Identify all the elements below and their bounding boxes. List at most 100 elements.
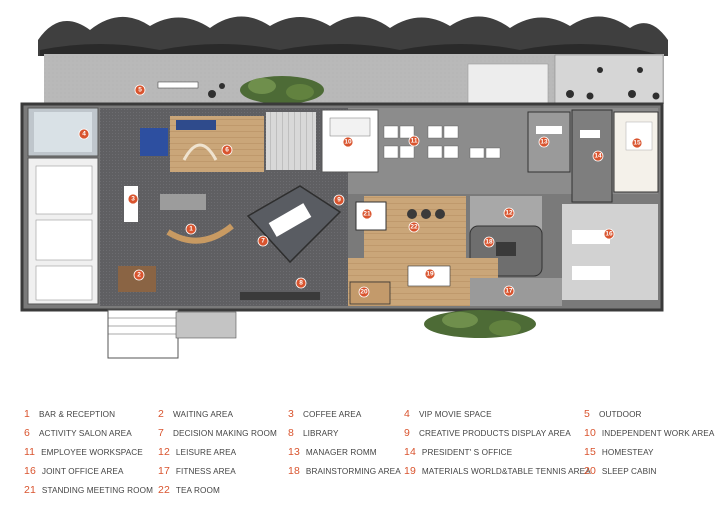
legend-label: EMPLOYEE WORKSPACE [41, 448, 143, 457]
marker-8: 8 [295, 277, 307, 289]
svg-text:20: 20 [360, 289, 368, 296]
legend-item: 5 OUTDOOR [584, 408, 642, 420]
marker-21: 21 [361, 208, 373, 220]
svg-text:22: 22 [410, 224, 418, 231]
legend-number: 7 [158, 427, 164, 439]
legend-label: CREATIVE PRODUCTS DISPLAY AREA [419, 429, 571, 438]
legend-number: 22 [158, 484, 170, 496]
joint-office-desks [572, 230, 610, 280]
legend-number: 15 [584, 446, 596, 458]
legend-number: 12 [158, 446, 170, 458]
standing-meeting-room [355, 201, 387, 231]
marker-2: 2 [133, 269, 145, 281]
svg-text:14: 14 [594, 153, 602, 160]
legend-label: ACTIVITY SALON AREA [39, 429, 132, 438]
floor-plan: 1 2 3 4 5 6 7 8 9 10 11 12 13 14 15 16 1… [20, 12, 668, 359]
legend-number: 1 [24, 408, 30, 420]
svg-text:9: 9 [337, 197, 341, 204]
legend-label: MANAGER ROMM [305, 448, 377, 457]
svg-text:11: 11 [411, 138, 418, 145]
legend-label: BAR & RECEPTION [39, 410, 116, 419]
legend-label: STANDING MEETING ROOM [41, 486, 154, 495]
marker-9: 9 [333, 194, 345, 206]
legend-label: INDEPENDENT WORK AREA [601, 429, 715, 438]
outdoor-furniture [157, 67, 660, 100]
legend-number: 9 [404, 427, 410, 439]
legend-item: 14 PRESIDENT' S OFFICE [404, 446, 512, 458]
sleep-cabin [349, 281, 391, 305]
legend-number: 6 [24, 427, 30, 439]
joint-office-area [562, 204, 658, 300]
legend-number: 16 [24, 465, 36, 477]
sofa-blue [140, 128, 168, 156]
legend-number: 13 [288, 446, 300, 458]
legend-number: 21 [24, 484, 36, 496]
employee-desks [383, 125, 501, 159]
svg-text:15: 15 [633, 140, 641, 147]
marker-5: 5 [134, 84, 146, 96]
legend-label: MATERIALS WORLD&TABLE TENNIS AREA [421, 467, 591, 476]
top-hedge [38, 12, 668, 57]
legend-number: 14 [404, 446, 416, 458]
marker-1: 1 [185, 223, 197, 235]
svg-text:17: 17 [505, 288, 513, 295]
svg-text:3: 3 [131, 196, 135, 203]
outdoor-planter [240, 76, 324, 104]
marker-18: 18 [483, 236, 495, 248]
area-markers: 1 2 3 4 5 6 7 8 9 10 11 12 13 14 15 16 1… [78, 84, 643, 298]
president-office [571, 109, 613, 203]
legend-number: 5 [584, 408, 590, 420]
legend-label: LIBRARY [303, 429, 339, 438]
svg-text:21: 21 [363, 211, 371, 218]
marker-4: 4 [78, 128, 90, 140]
legend-label: PRESIDENT' S OFFICE [421, 448, 513, 457]
legend-label: OUTDOOR [599, 410, 642, 419]
svg-text:4: 4 [82, 131, 86, 138]
marker-19: 19 [424, 268, 436, 280]
legend-number: 11 [24, 446, 36, 458]
svg-text:12: 12 [505, 210, 513, 217]
outdoor-white-block [467, 63, 549, 105]
staircase [266, 112, 316, 170]
marker-17: 17 [503, 285, 515, 297]
marker-11: 11 [408, 135, 420, 147]
tea-table [407, 209, 445, 219]
legend-item: 1 BAR & RECEPTION [24, 408, 115, 420]
legend-item: 6 ACTIVITY SALON AREA [24, 427, 132, 439]
marker-12: 12 [503, 207, 515, 219]
legend-number: 4 [404, 408, 410, 420]
svg-text:18: 18 [485, 239, 493, 246]
svg-text:10: 10 [344, 139, 352, 146]
legend-label: BRAINSTORMING AREA [305, 467, 401, 476]
svg-text:1: 1 [189, 226, 193, 233]
svg-text:7: 7 [261, 238, 265, 245]
library-shelf [240, 292, 320, 300]
bar-counter [166, 223, 234, 244]
marker-15: 15 [631, 137, 643, 149]
svg-text:5: 5 [138, 87, 142, 94]
svg-text:13: 13 [540, 139, 548, 146]
marker-6: 6 [221, 144, 233, 156]
marker-3: 3 [127, 193, 139, 205]
svg-text:2: 2 [137, 272, 141, 279]
marker-20: 20 [358, 286, 370, 298]
legend-number: 20 [584, 465, 596, 477]
legend-label: VIP MOVIE SPACE [419, 410, 492, 419]
marker-10: 10 [342, 136, 354, 148]
legend-item: 11 EMPLOYEE WORKSPACE [24, 446, 143, 458]
legend-number: 17 [158, 465, 170, 477]
legend-item: 21 STANDING MEETING ROOM [24, 484, 153, 496]
marker-14: 14 [592, 150, 604, 162]
legend-item: 9 CREATIVE PRODUCTS DISPLAY AREA [404, 427, 571, 439]
legend-number: 19 [404, 465, 416, 477]
legend-label: FITNESS AREA [175, 467, 236, 476]
legend-item: 17 FITNESS AREA [158, 465, 236, 477]
